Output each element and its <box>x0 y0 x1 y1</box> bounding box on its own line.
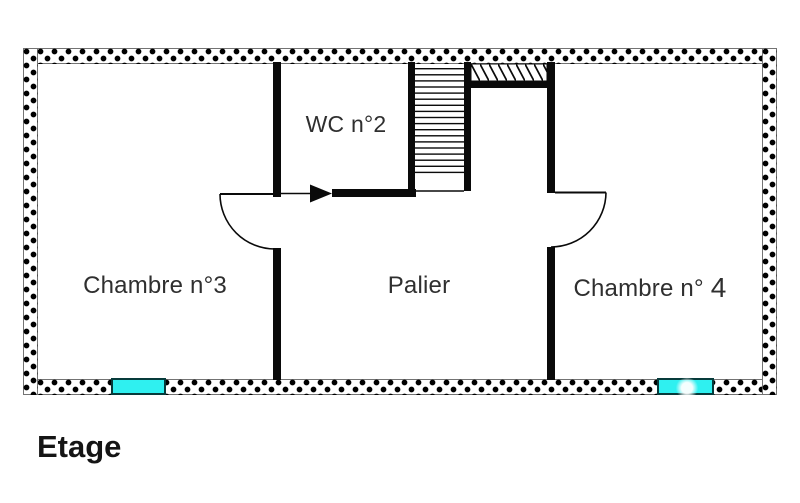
floor-title: Etage <box>37 429 122 464</box>
room-label-chambre4-prefix: Chambre n° <box>573 275 704 302</box>
door-arc-chambre3 <box>219 193 276 250</box>
room-label-chambre4-number: 4 <box>710 272 727 303</box>
stair-void-south-wall <box>471 81 555 88</box>
room-label-wc2: WC n°2 <box>305 111 387 137</box>
interior-wall-chambre3-lower <box>273 248 281 380</box>
window-reflection <box>675 378 699 398</box>
exterior-wall-right <box>762 48 777 395</box>
interior-wall-chambre3-upper <box>273 62 281 197</box>
stair-void-hatch <box>470 63 548 82</box>
entry-direction-arrow-icon <box>310 184 332 203</box>
door-arc-chambre4 <box>550 192 607 248</box>
staircase-treads <box>415 68 464 174</box>
exterior-wall-left <box>23 48 38 395</box>
stair-wall-left <box>408 62 415 197</box>
exterior-wall-bottom <box>23 379 777 395</box>
room-label-palier: Palier <box>387 272 451 299</box>
room-label-chambre3: Chambre n°3 <box>83 272 227 299</box>
interior-wall-chambre4-upper <box>547 62 555 193</box>
exterior-wall-top <box>23 48 777 64</box>
stair-wall-right <box>464 62 471 191</box>
window-chambre4 <box>657 378 714 398</box>
wc-south-wall <box>332 189 416 197</box>
room-label-chambre4: Chambre n°4 <box>573 271 726 303</box>
interior-wall-chambre4-lower <box>547 247 555 380</box>
window-chambre3 <box>111 378 166 395</box>
